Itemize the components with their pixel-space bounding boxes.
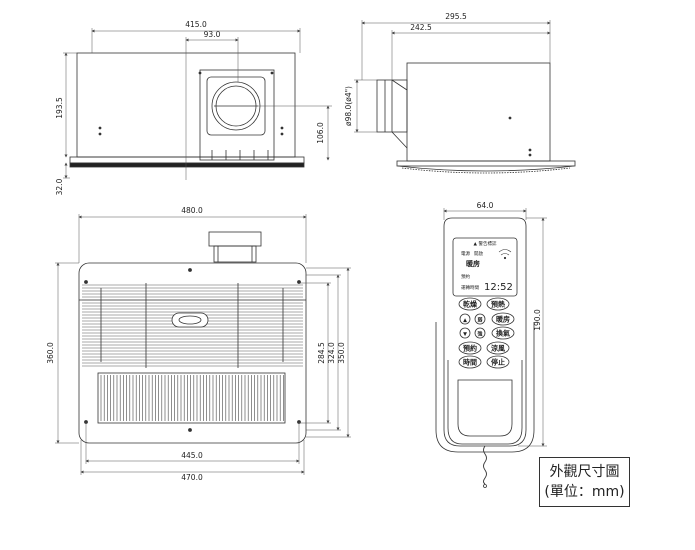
dim-side-width: 295.5 [445, 12, 467, 21]
dim-top-duct-offset: 93.0 [204, 30, 221, 39]
remote-control [435, 217, 535, 488]
dim-front-h2: 324.0 [327, 342, 336, 364]
dim-front-height: 360.0 [46, 342, 55, 364]
side-view [376, 62, 576, 174]
remote-label-on: 開啟 [474, 250, 483, 257]
remote-body [443, 217, 527, 447]
remote-dims [443, 208, 547, 447]
remote-button-dry[interactable]: 乾燥 [458, 297, 482, 311]
dim-side-duct-dia: ø98.0(ø4") [344, 86, 353, 126]
top-view-dark-strip [69, 162, 305, 168]
front-view [78, 231, 307, 444]
front-view-dims [55, 214, 351, 475]
dim-top-flange: 32.0 [55, 178, 64, 195]
side-view-dims [354, 20, 551, 133]
legend-title: 外觀尺寸圖 [549, 464, 620, 480]
remote-button-warm[interactable]: 暖房 [491, 312, 515, 326]
top-view [69, 52, 305, 168]
remote-button-stop[interactable]: 停止 [486, 355, 510, 369]
legend-unit: (單位：mm) [544, 484, 625, 500]
remote-button-label: 暖房 [496, 315, 510, 324]
remote-wifi-icon [498, 249, 512, 260]
remote-button-label: 強 [477, 331, 482, 338]
remote-time: 12:52 [484, 282, 513, 293]
remote-label-power: 電源 [461, 250, 470, 257]
dim-top-height: 193.5 [55, 97, 64, 119]
remote-button-label: 停止 [491, 358, 505, 367]
unit-legend: 外觀尺寸圖 (單位：mm) [539, 457, 630, 507]
dim-remote-width: 64.0 [477, 201, 494, 210]
dim-top-width: 415.0 [185, 20, 207, 29]
front-panel [78, 262, 307, 444]
remote-button-preheat[interactable]: 預熱 [486, 297, 510, 311]
remote-button-label: ▼ [463, 332, 467, 338]
remote-button-timer[interactable]: 時間 [458, 355, 482, 369]
remote-warning: ▲ 警告標誌 [474, 240, 497, 247]
dim-front-h1: 284.5 [317, 342, 326, 364]
remote-button-label: 預熱 [491, 300, 505, 309]
top-view-dims [63, 28, 332, 180]
remote-button-strong[interactable]: 強 [474, 327, 486, 339]
dim-top-duct-height: 106.0 [316, 122, 325, 144]
remote-label-timer: 預約 [461, 273, 470, 280]
dim-front-bottom-width: 470.0 [181, 473, 203, 482]
remote-label-sub: 運轉時間 [461, 284, 479, 291]
front-louver [97, 372, 286, 424]
side-view-body [406, 62, 551, 162]
remote-button-reserve[interactable]: 預約 [458, 341, 482, 355]
remote-button-label: 涼風 [491, 344, 505, 353]
dim-front-width: 480.0 [181, 206, 203, 215]
top-view-duct-mount [199, 69, 275, 161]
remote-button-cool[interactable]: 涼風 [486, 341, 510, 355]
remote-mode: 暖房 [466, 259, 480, 268]
remote-button-label: 時間 [463, 358, 477, 367]
remote-screen [452, 237, 518, 297]
remote-button-label: 預約 [463, 344, 477, 353]
dim-front-inner-width: 445.0 [181, 451, 203, 460]
remote-button-label: 弱 [477, 317, 482, 324]
remote-button-vent[interactable]: 換氣 [491, 326, 515, 340]
front-duct [208, 231, 262, 247]
dim-front-h3: 350.0 [337, 342, 346, 364]
dim-remote-height: 190.0 [533, 309, 542, 331]
remote-button-up[interactable]: ▲ [459, 313, 471, 325]
remote-button-label: 乾燥 [463, 300, 478, 309]
front-badge [171, 312, 209, 328]
remote-button-down[interactable]: ▼ [459, 327, 471, 339]
remote-button-weak[interactable]: 弱 [474, 313, 486, 325]
remote-button-label: ▲ [463, 318, 467, 324]
remote-button-label: 換氣 [496, 329, 510, 338]
dim-side-offset: 242.5 [410, 23, 432, 32]
